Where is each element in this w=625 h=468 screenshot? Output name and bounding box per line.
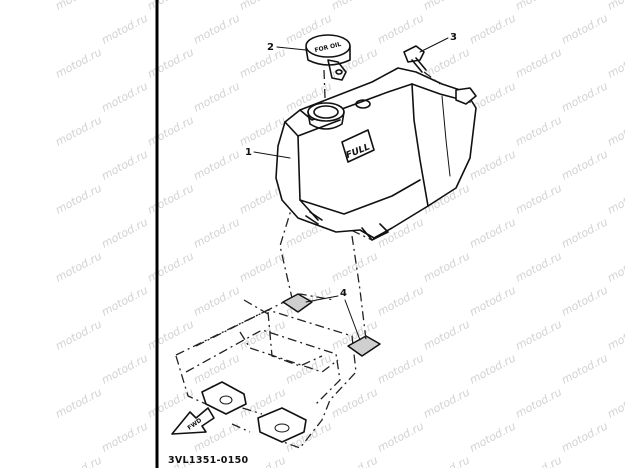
watermark-text: motod.ru (237, 317, 288, 352)
filler-neck (307, 102, 345, 130)
callout-2-label: 2 (267, 42, 274, 53)
watermark-text: motod.ru (605, 317, 625, 352)
watermark-text: motod.ru (191, 283, 242, 318)
watermark-text: motod.ru (467, 215, 518, 250)
watermark-text: motod.ru (605, 385, 625, 420)
callout-3-label: 3 (450, 32, 457, 43)
watermark-text: motod.ru (605, 0, 625, 13)
watermark-text: motod.ru (53, 317, 104, 352)
oil-tank-cap: FOR OIL (305, 34, 351, 81)
watermark-text: motod.ru (145, 181, 196, 216)
watermark-text: motod.ru (559, 351, 610, 386)
watermark-text: motod.ru (421, 385, 472, 420)
watermark-text: motod.ru (99, 351, 150, 386)
watermark-text: motod.ru (559, 11, 610, 46)
watermark-text: motod.ru (145, 113, 196, 148)
watermark-text: motod.ru (559, 147, 610, 182)
watermark-text: motod.ru (53, 181, 104, 216)
watermark-text: motod.ru (53, 113, 104, 148)
watermark-text: motod.ru (329, 385, 380, 420)
watermark-text: motod.ru (467, 283, 518, 318)
callout-4: 4 (305, 288, 361, 341)
watermark-text: motod.ru (53, 249, 104, 284)
watermark-text: motod.ru (145, 317, 196, 352)
watermark-text: motod.ru (559, 419, 610, 454)
callout-1: 1 (245, 147, 291, 159)
callout-4-label: 4 (340, 288, 347, 299)
frame-outline (175, 293, 357, 449)
diagram-code: 3VL1351-0150 (168, 455, 249, 466)
watermark-text: motod.ru (605, 181, 625, 216)
watermark-text: motod.ru (421, 249, 472, 284)
watermark-text: motod.ru (375, 283, 426, 318)
watermark-text: motod.ru (559, 215, 610, 250)
watermark-text: motod.ru (605, 453, 625, 468)
watermark-text: motod.ru (467, 419, 518, 454)
watermark-text: motod.ru (191, 11, 242, 46)
watermark-text: motod.ru (605, 45, 625, 80)
watermark-text: motod.ru (99, 283, 150, 318)
watermark-text: motod.ru (99, 11, 150, 46)
watermark-text: motod.ru (191, 215, 242, 250)
watermark-text: motod.ru (421, 0, 472, 13)
watermark-text: motod.ru (53, 385, 104, 420)
watermark-text: motod.ru (513, 385, 564, 420)
watermark-text: motod.ru (513, 181, 564, 216)
watermark-text: motod.ru (329, 0, 380, 13)
watermark-text: motod.ru (53, 0, 104, 13)
watermark-text: motod.ru (145, 249, 196, 284)
watermark-text: motod.ru (467, 351, 518, 386)
watermark-text: motod.ru (191, 351, 242, 386)
frame-brackets (201, 381, 307, 443)
watermark-text: motod.ru (53, 453, 104, 468)
watermark-text: motod.ru (99, 419, 150, 454)
watermark-text: motod.ru (513, 113, 564, 148)
watermark-text: motod.ru (99, 215, 150, 250)
watermark-text: motod.ru (467, 11, 518, 46)
watermark-text: motod.ru (145, 0, 196, 13)
watermark-text: motod.ru (421, 317, 472, 352)
watermark-text: motod.ru (559, 79, 610, 114)
callout-3: 3 (419, 32, 457, 53)
watermark-text: motod.ru (421, 453, 472, 468)
mounting-bolt (403, 45, 427, 73)
watermark-text: motod.ru (513, 0, 564, 13)
watermark-text: motod.ru (237, 0, 288, 13)
watermark-text: motod.ru (99, 147, 150, 182)
watermark-text: motod.ru (605, 249, 625, 284)
watermark-text: motod.ru (329, 249, 380, 284)
watermark-text: motod.ru (513, 45, 564, 80)
watermark-text: motod.ru (329, 453, 380, 468)
cap-alignment-line (323, 69, 326, 99)
watermark-text: motod.ru (375, 351, 426, 386)
rubber-pad-upper (282, 293, 313, 313)
watermark-text: motod.ru (53, 45, 104, 80)
watermark-text: motod.ru (99, 79, 150, 114)
watermark-text: motod.ru (513, 317, 564, 352)
watermark-text: motod.ru (559, 283, 610, 318)
watermark-text: motod.ru (375, 419, 426, 454)
watermark-text: motod.ru (375, 11, 426, 46)
watermark-text: motod.ru (191, 147, 242, 182)
callout-1-label: 1 (245, 147, 252, 158)
bolt-alignment-line (423, 71, 441, 85)
callout-2: 2 (267, 42, 307, 53)
watermark-text: motod.ru (513, 453, 564, 468)
watermark-text: motod.ru (467, 147, 518, 182)
watermark-text: motod.ru (513, 249, 564, 284)
forward-arrow: FWD (171, 407, 215, 435)
watermark-text: motod.ru (145, 45, 196, 80)
watermark-text: motod.ru (237, 45, 288, 80)
watermark-text: motod.ru (605, 113, 625, 148)
watermark-text: motod.ru (191, 79, 242, 114)
watermark-text: motod.ru (237, 249, 288, 284)
